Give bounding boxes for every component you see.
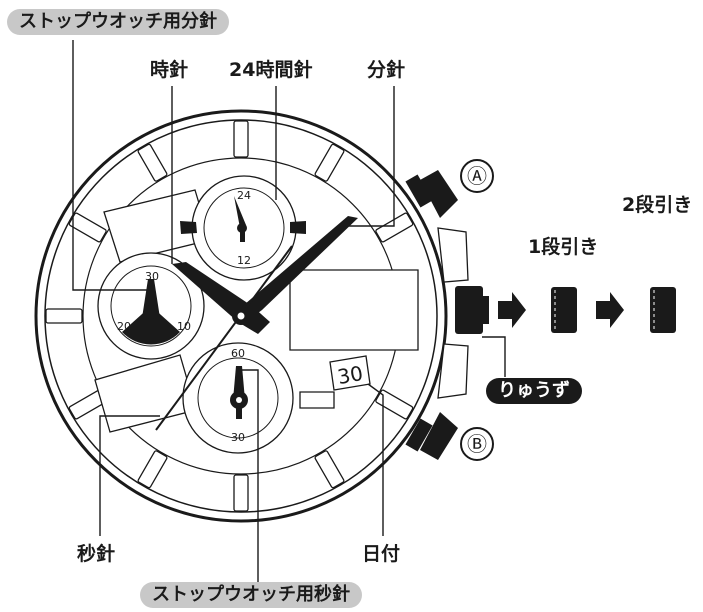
pusher-b[interactable] (405, 412, 458, 460)
subdial-24h-bottom-label: 12 (237, 254, 251, 267)
subdial-minutes-right-label: 10 (177, 320, 191, 333)
crown-label: りゅうず (486, 378, 582, 404)
second-hand-label: 秒針 (77, 543, 116, 565)
subdial-minutes-left-label: 20 (117, 320, 131, 333)
date-window-value: 30 (336, 361, 365, 389)
24h-hand-label: 24時間針 (229, 59, 313, 81)
subdial-seconds-top-label: 60 (231, 347, 245, 360)
crown-pull-2-label: 2段引き (622, 194, 693, 216)
minute-hand-label: 分針 (367, 59, 406, 81)
hour-indices (45, 120, 414, 512)
center-pinion-cap (237, 312, 245, 320)
subdial-24h-top-label: 24 (237, 189, 251, 202)
minute-hand (238, 216, 358, 322)
second-hand (155, 245, 293, 431)
date-label: 日付 (362, 543, 401, 565)
leader-lines (72, 40, 506, 582)
crown-pull-arrow-2 (596, 292, 624, 328)
crown[interactable] (455, 286, 489, 334)
subdial-24h: 24 12 (180, 175, 306, 281)
stopwatch-minute-hand-label: ストップウオッチ用分針 (7, 9, 229, 35)
pusher-a[interactable] (405, 170, 458, 218)
watch-case-outer (34, 109, 448, 523)
watch-case-inner (44, 119, 438, 513)
subdial-stopwatch-minutes: 30 20 10 (97, 252, 205, 360)
crown-position-1 (551, 287, 577, 333)
crown-guard-upper (437, 227, 469, 283)
stopwatch-second-hand-label: ストップウオッチ用秒針 (140, 582, 362, 608)
subdial-seconds-bottom-label: 30 (231, 431, 245, 444)
date-window: 30 (329, 355, 371, 391)
crown-position-2 (650, 287, 676, 333)
subdial-stopwatch-seconds: 60 30 (182, 342, 335, 454)
crown-pull-1-label: 1段引き (528, 236, 599, 258)
subdial-minutes-top-label: 30 (145, 270, 159, 283)
hour-hand-label: 時針 (150, 59, 189, 81)
crown-guard-lower (437, 343, 469, 399)
crown-pull-arrow-1 (498, 292, 526, 328)
button-b-label: Ⓑ (460, 427, 494, 461)
button-a-label: Ⓐ (460, 159, 494, 193)
dial-plates (94, 189, 419, 433)
